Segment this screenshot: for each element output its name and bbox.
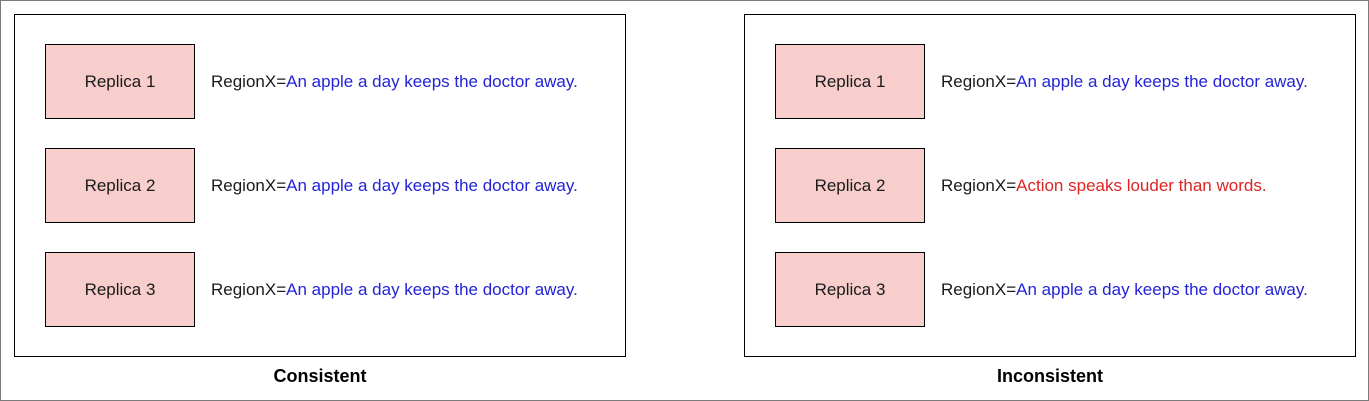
replica-1-box: Replica 1	[45, 44, 195, 119]
consistent-caption: Consistent	[273, 366, 367, 386]
key-label: RegionX=	[211, 71, 287, 91]
replica-2-value: RegionX=An apple a day keeps the doctor …	[211, 148, 578, 223]
replica-2-box: Replica 2	[775, 148, 925, 223]
replica-3-value: RegionX=An apple a day keeps the doctor …	[941, 252, 1308, 327]
replica-3-box: Replica 3	[45, 252, 195, 327]
replica-3-box: Replica 3	[775, 252, 925, 327]
value-text: Action speaks louder than words.	[1016, 175, 1267, 195]
value-text: An apple a day keeps the doctor away.	[1016, 71, 1308, 91]
replica-1-value: RegionX=An apple a day keeps the doctor …	[211, 44, 578, 119]
replica-1-value: RegionX=An apple a day keeps the doctor …	[941, 44, 1308, 119]
value-text: An apple a day keeps the doctor away.	[1016, 279, 1308, 299]
consistent-panel: Replica 1 RegionX=An apple a day keeps t…	[14, 14, 626, 357]
key-label: RegionX=	[941, 279, 1017, 299]
value-text: An apple a day keeps the doctor away.	[286, 71, 578, 91]
key-label: RegionX=	[941, 71, 1017, 91]
inconsistent-caption: Inconsistent	[996, 366, 1103, 386]
key-label: RegionX=	[211, 279, 287, 299]
key-label: RegionX=	[211, 175, 287, 195]
key-label: RegionX=	[941, 175, 1017, 195]
replica-1-box: Replica 1	[775, 44, 925, 119]
replica-2-value: RegionX=Action speaks louder than words.	[941, 148, 1267, 223]
replica-3-value: RegionX=An apple a day keeps the doctor …	[211, 252, 578, 327]
inconsistent-panel: Replica 1 RegionX=An apple a day keeps t…	[744, 14, 1356, 357]
replica-2-box: Replica 2	[45, 148, 195, 223]
value-text: An apple a day keeps the doctor away.	[286, 175, 578, 195]
value-text: An apple a day keeps the doctor away.	[286, 279, 578, 299]
